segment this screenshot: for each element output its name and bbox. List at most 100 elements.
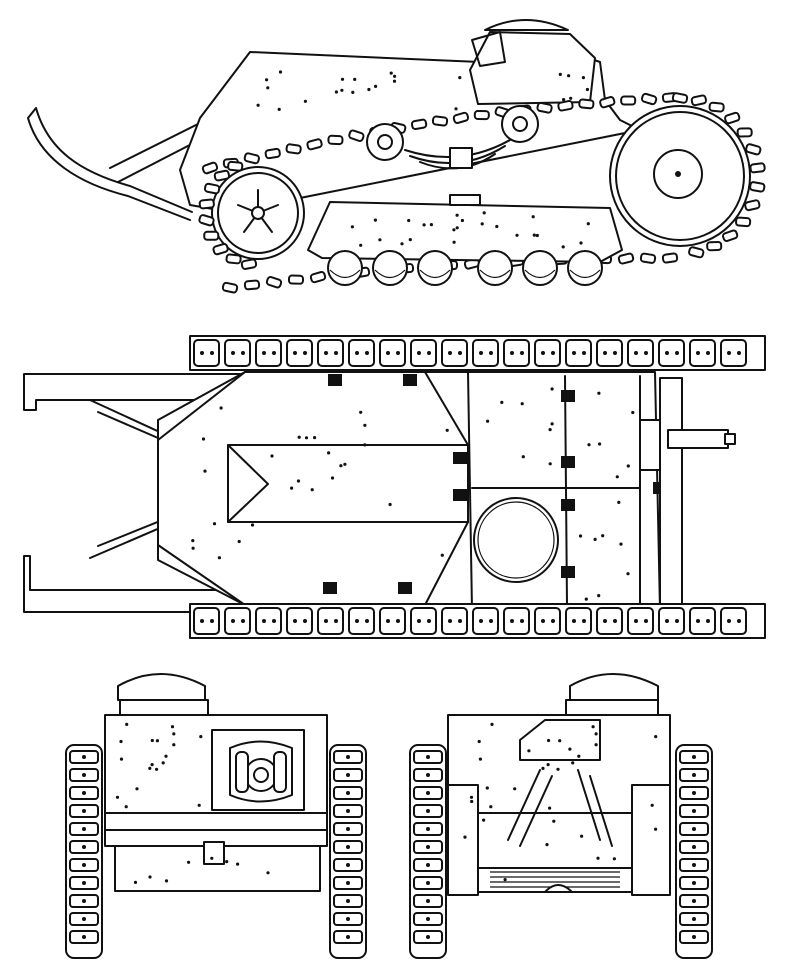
rivet	[217, 556, 221, 560]
top-track-lower	[189, 603, 766, 639]
rivet	[594, 732, 598, 736]
track-pin	[82, 791, 86, 795]
rear-rivets	[463, 722, 658, 882]
rivet	[363, 423, 367, 427]
track-shoe	[720, 607, 747, 635]
track-pin	[696, 351, 700, 355]
hinge	[398, 582, 412, 594]
rivet	[619, 542, 623, 546]
track-pin	[241, 619, 245, 623]
track-pin	[541, 619, 545, 623]
rivet	[164, 879, 169, 883]
road-wheel	[417, 250, 453, 286]
track-shoe	[286, 339, 313, 367]
track-pin	[426, 863, 430, 867]
track-link	[736, 127, 753, 138]
rivet	[584, 597, 588, 601]
track-link	[203, 182, 221, 195]
rivet	[266, 871, 270, 875]
track-link	[688, 246, 705, 259]
rivet	[460, 218, 464, 223]
track-link	[221, 281, 239, 294]
track-link	[198, 198, 215, 210]
track-pin	[426, 935, 430, 939]
rivet	[277, 107, 281, 111]
track-pin	[346, 899, 350, 903]
track-pin	[489, 351, 493, 355]
track-pin	[272, 351, 276, 355]
track-pin	[346, 755, 350, 759]
rivet	[500, 400, 504, 404]
rivet	[119, 757, 124, 761]
rivet	[155, 767, 159, 771]
track-link	[473, 109, 490, 121]
rivet	[597, 391, 601, 395]
track-pin	[355, 619, 359, 623]
rivet	[598, 442, 602, 446]
rivet	[455, 213, 459, 217]
front-view	[65, 673, 367, 959]
rivet	[558, 739, 562, 743]
rivet	[513, 787, 517, 791]
track-link	[212, 242, 229, 256]
rivet	[578, 534, 583, 538]
front-track-left	[65, 744, 103, 959]
rivet	[236, 862, 240, 866]
rivet	[225, 860, 229, 864]
track-link	[749, 162, 766, 174]
rivet	[454, 107, 458, 111]
rear-grille	[490, 871, 620, 888]
track-shoe	[317, 607, 344, 635]
track-link	[327, 134, 344, 146]
rivet	[548, 806, 552, 810]
track-shoe	[627, 339, 654, 367]
rivet	[250, 523, 255, 527]
track-shoe	[255, 339, 282, 367]
rivet	[310, 488, 314, 492]
track-link	[198, 214, 215, 227]
road-wheel	[522, 250, 558, 286]
rivet	[422, 223, 426, 227]
track-pin	[82, 899, 86, 903]
track-pin	[634, 619, 638, 623]
track-pin	[727, 351, 731, 355]
rivet	[545, 843, 549, 847]
rivet	[577, 754, 581, 758]
rivet	[237, 539, 241, 544]
track-link	[617, 252, 635, 265]
rivet	[161, 761, 165, 765]
side-drive-sprocket	[211, 166, 305, 260]
track-pin	[572, 619, 576, 623]
track-pin	[692, 827, 696, 831]
track-pin	[82, 827, 86, 831]
rivet	[654, 827, 658, 831]
track-pin	[303, 619, 307, 623]
track-pin	[427, 619, 431, 623]
track-pin	[346, 791, 350, 795]
track-pin	[510, 351, 514, 355]
rivet	[556, 767, 560, 771]
rivet	[593, 537, 597, 542]
rivet	[548, 462, 552, 466]
rivet	[150, 763, 154, 767]
track-pin	[551, 619, 555, 623]
hinge	[323, 582, 337, 594]
track-pin	[448, 619, 452, 623]
rivet	[197, 803, 201, 807]
hinge	[453, 489, 467, 501]
track-pin	[692, 773, 696, 777]
rivet	[393, 74, 397, 78]
track-link	[243, 152, 260, 165]
rivet	[612, 857, 617, 861]
track-pin	[210, 619, 214, 623]
rivet	[172, 743, 176, 747]
track-pin	[458, 351, 462, 355]
rivet	[552, 819, 556, 823]
track-pin	[231, 619, 235, 623]
track-pin	[200, 351, 204, 355]
track-link	[706, 240, 723, 252]
road-wheel-rim	[479, 269, 511, 279]
rivet	[495, 224, 499, 229]
track-link	[348, 129, 365, 142]
rivet	[119, 739, 123, 744]
